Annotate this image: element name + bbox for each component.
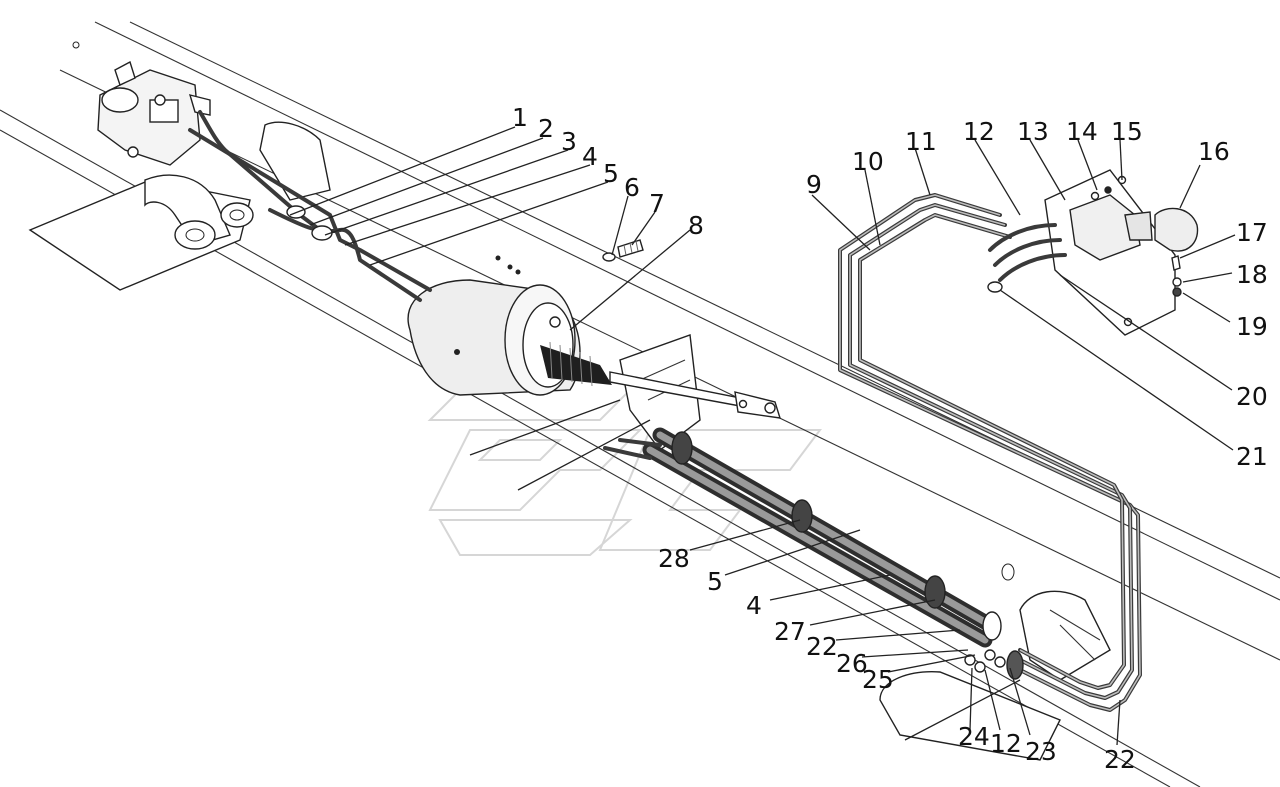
flexible-hoses: [603, 427, 1002, 648]
callout-4: 4: [582, 142, 598, 171]
callout-labels: 1 2 3 4 5 6 7 8 9 10 11 12 13 14 15 16 1…: [512, 103, 1268, 774]
pipe-bundle: [838, 193, 1142, 712]
callout-25: 25: [862, 665, 894, 694]
callout-11: 11: [905, 127, 937, 156]
callout-5b: 5: [707, 567, 723, 596]
chamber-boot: [540, 341, 612, 387]
callout-9: 9: [806, 170, 822, 199]
callout-4b: 4: [746, 591, 762, 620]
callout-10: 10: [852, 147, 884, 176]
callout-21: 21: [1236, 442, 1268, 471]
brake-valve: [97, 60, 211, 166]
bolt-and-washer: [602, 239, 644, 262]
callout-7: 7: [649, 189, 665, 218]
callout-17: 17: [1236, 218, 1268, 247]
callout-5: 5: [603, 159, 619, 188]
callout-8: 8: [688, 211, 704, 240]
callout-18: 18: [1236, 260, 1268, 289]
callout-1: 1: [512, 103, 528, 132]
callout-20: 20: [1236, 382, 1268, 411]
callout-13: 13: [1017, 117, 1049, 146]
hand-control-valve: [987, 169, 1199, 336]
callout-27: 27: [774, 617, 806, 646]
callout-15: 15: [1111, 117, 1143, 146]
callout-3: 3: [561, 127, 577, 156]
leader-lines: [289, 126, 1236, 746]
callout-22b: 22: [1104, 745, 1136, 774]
callout-28: 28: [658, 544, 690, 573]
callout-2: 2: [538, 114, 554, 143]
callout-6: 6: [624, 173, 640, 202]
pipe-fittings: [964, 649, 1024, 680]
callout-19: 19: [1236, 312, 1268, 341]
cross-member-left: [28, 174, 254, 291]
callout-12: 12: [963, 117, 995, 146]
callout-26: 26: [836, 649, 868, 678]
callout-22a: 22: [806, 632, 838, 661]
callout-14: 14: [1066, 117, 1098, 146]
callout-24: 24: [958, 722, 990, 751]
callout-12b: 12: [990, 729, 1022, 758]
callout-23: 23: [1025, 737, 1057, 766]
push-rod-with-clevis: [609, 371, 781, 419]
callout-16: 16: [1198, 137, 1230, 166]
